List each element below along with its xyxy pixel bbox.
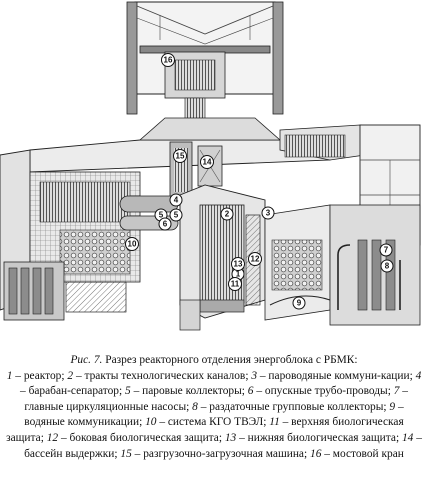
main-circulation-pumps-left xyxy=(3,261,127,321)
water-communications xyxy=(264,204,331,321)
svg-text:5: 5 xyxy=(174,211,179,220)
caption-item: 15 – разгрузочно-загрузочная машина; xyxy=(120,447,310,460)
svg-text:4: 4 xyxy=(174,196,179,205)
svg-text:8: 8 xyxy=(385,262,390,271)
caption-figure-label: Рис. 7. xyxy=(70,354,103,366)
figure-caption: Рис. 7. Разрез реакторного отделения эне… xyxy=(4,353,424,462)
callout-2: 2 xyxy=(220,207,234,221)
caption-item: 14 – бассейн выдержки; xyxy=(24,431,422,460)
svg-text:11: 11 xyxy=(231,280,240,289)
caption-item: 5 – паровые коллекторы; xyxy=(125,385,248,398)
callout-10: 10 xyxy=(125,237,139,251)
svg-text:16: 16 xyxy=(164,56,173,65)
callout-12: 12 xyxy=(248,252,262,266)
caption-item: 3 – пароводяные коммуни-кации; xyxy=(251,369,416,382)
svg-text:10: 10 xyxy=(128,240,137,249)
svg-text:15: 15 xyxy=(176,152,185,161)
caption-item: 9 – водяные коммуникации; xyxy=(24,400,404,429)
svg-text:14: 14 xyxy=(203,158,212,167)
caption-item: 6 – опускные трубо-проводы; xyxy=(247,385,394,398)
caption-legend: 1 – реактор; 2 – тракты технологических … xyxy=(4,369,424,463)
callout-4: 4 xyxy=(169,193,183,207)
callout-8: 8 xyxy=(380,259,394,273)
figure-callouts: 1 2 3 4 5 5 6 7 8 9 10 11 12 13 14 15 16 xyxy=(125,53,394,310)
svg-text:13: 13 xyxy=(234,260,243,269)
svg-text:9: 9 xyxy=(297,299,302,308)
callout-6: 6 xyxy=(158,217,172,231)
svg-text:6: 6 xyxy=(163,220,168,229)
callout-3: 3 xyxy=(261,206,275,220)
svg-text:5: 5 xyxy=(159,211,164,220)
svg-text:12: 12 xyxy=(251,255,260,264)
caption-item: 7 – главные циркуляционные насосы; xyxy=(24,385,408,413)
caption-item: 11 – верхняя биологическая защита; xyxy=(6,416,404,444)
callout-11: 11 xyxy=(228,277,242,291)
svg-text:3: 3 xyxy=(266,209,271,218)
caption-title: Рис. 7. Разрез реакторного отделения эне… xyxy=(4,353,424,369)
caption-item: 16 – мостовой кран xyxy=(310,447,404,460)
reactor-section-illustration: 1 2 3 4 5 5 6 7 8 9 10 11 12 13 14 15 16 xyxy=(0,1,421,331)
svg-text:2: 2 xyxy=(225,210,230,219)
callout-14: 14 xyxy=(200,155,214,169)
caption-item: 8 – раздаточные групповые коллекторы; xyxy=(192,400,390,413)
separator-drums xyxy=(119,195,179,231)
callout-13: 13 xyxy=(231,257,245,271)
callout-16: 16 xyxy=(161,53,175,67)
caption-item: 10 – система КГО ТВЭЛ; xyxy=(145,416,270,429)
main-circulation-pumps-right xyxy=(337,239,401,311)
svg-text:1: 1 xyxy=(236,270,241,279)
caption-item: 2 – тракты технологических каналов; xyxy=(67,369,252,382)
caption-item: 13 – нижняя биологическая защита; xyxy=(224,431,402,444)
callout-9: 9 xyxy=(292,296,306,310)
right-building xyxy=(279,124,421,326)
callout-15: 15 xyxy=(173,149,187,163)
caption-item: 12 – боковая биологическая защита; xyxy=(46,431,225,444)
callout-5b: 5 xyxy=(169,208,183,222)
caption-title-text: Разрез реакторного отделения энергоблока… xyxy=(105,354,358,366)
callout-7: 7 xyxy=(379,243,393,257)
svg-text:7: 7 xyxy=(384,246,389,255)
caption-item: 1 – реактор; xyxy=(6,369,68,382)
caption-item: 4 – барабан-сепаратор; xyxy=(20,369,422,398)
